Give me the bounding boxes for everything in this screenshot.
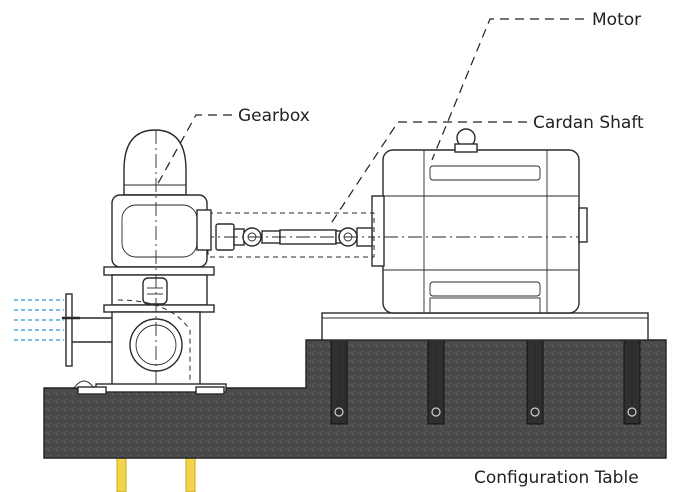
- anchor-bolt-icon: [330, 318, 641, 425]
- leader-lines: [155, 18, 584, 226]
- gearbox-icon: [73, 129, 227, 395]
- gearbox-label: Gearbox: [238, 106, 310, 126]
- cardan-shaft-leader-line: [329, 121, 527, 226]
- motor-leader-line: [431, 18, 584, 161]
- motor-base-plate: [321, 312, 649, 341]
- concrete-base-icon: [43, 339, 667, 459]
- cardan-shaft-icon: [200, 212, 375, 258]
- water-flow-icon: [14, 299, 64, 341]
- motor-icon: [360, 128, 588, 314]
- configuration-table-label: Configuration Table: [474, 468, 639, 488]
- motor-label: Motor: [592, 10, 641, 30]
- discharge-flange-icon: [62, 293, 112, 367]
- cardan-shaft-label: Cardan Shaft: [533, 113, 644, 133]
- gearbox-leader-line: [155, 114, 232, 188]
